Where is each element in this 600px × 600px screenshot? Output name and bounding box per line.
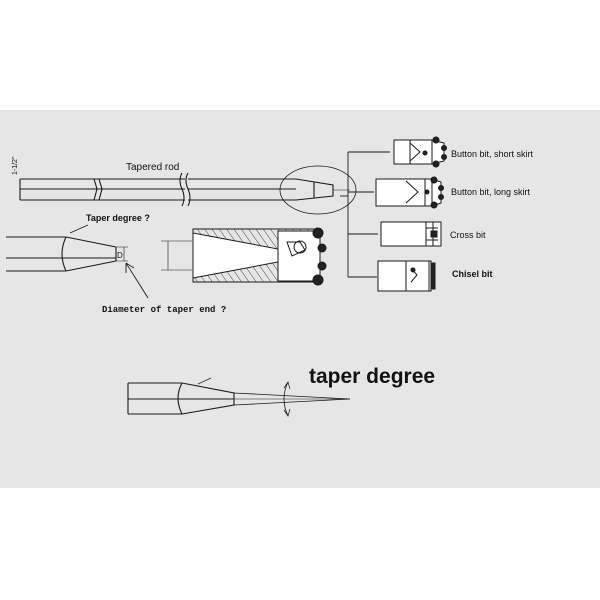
taper-degree-diagram [127, 377, 351, 417]
button-bit-short-skirt [393, 136, 447, 168]
bit-label-button-short: Button bit, short skirt [451, 149, 534, 159]
rod-size-label: 1-1/2" [12, 156, 19, 175]
diameter-pointer-arrow [125, 262, 149, 299]
chisel-bit [377, 260, 436, 292]
bit-connector-bracket [340, 151, 390, 278]
tapered-rod [19, 172, 350, 207]
tapered-rod-label: Tapered rod [126, 162, 179, 173]
button-bit-long-skirt [375, 176, 444, 209]
cross-bit [380, 221, 442, 247]
bit-cross-section [161, 227, 327, 286]
diameter-marker: D [117, 251, 123, 260]
bit-label-button-long: Button bit, long skirt [451, 187, 531, 197]
diagram-panel [0, 110, 600, 488]
bit-label-cross: Cross bit [450, 230, 486, 240]
bit-label-chisel: Chisel bit [452, 269, 493, 279]
taper-degree-question: Taper degree ? [86, 213, 150, 223]
taper-degree-title: taper degree [309, 365, 435, 388]
taper-end-detail [6, 224, 128, 272]
taper-end-highlight [279, 165, 357, 215]
diameter-question: Diameter of taper end ? [102, 305, 226, 315]
